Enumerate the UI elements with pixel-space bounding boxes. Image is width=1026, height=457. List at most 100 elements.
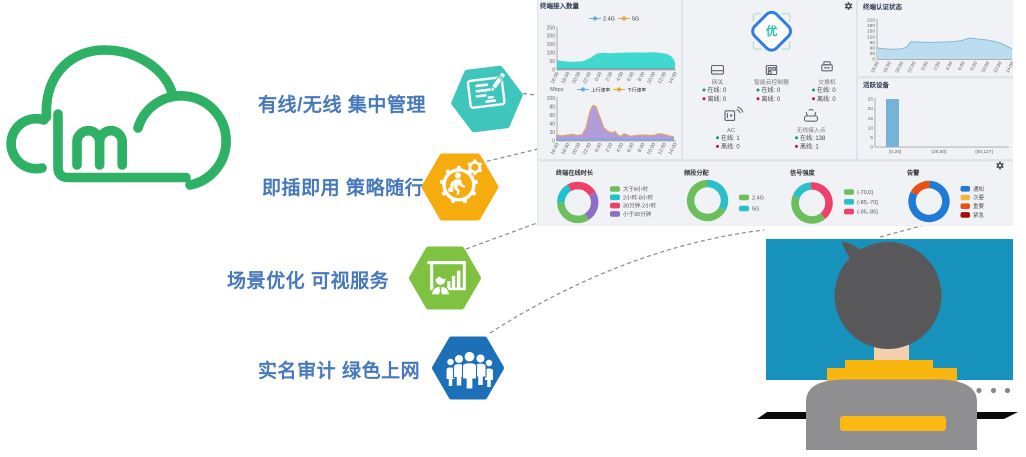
svg-text:60: 60 <box>870 46 876 52</box>
svg-text:(-95,-85]: (-95,-85] <box>857 210 878 216</box>
svg-text:4:00: 4:00 <box>945 60 955 71</box>
svg-text:(50,127]: (50,127] <box>975 149 993 155</box>
svg-text:0: 0 <box>870 145 873 151</box>
svg-text:16:00: 16:00 <box>550 71 561 85</box>
svg-text:交换机: 交换机 <box>818 78 836 86</box>
svg-text:30分钟-2小时: 30分钟-2小时 <box>623 202 657 210</box>
svg-text:网关: 网关 <box>712 78 724 86</box>
svg-text:0: 0 <box>552 67 555 73</box>
svg-text:0: 0 <box>552 138 555 144</box>
svg-text:5G: 5G <box>632 17 639 23</box>
svg-text:在线: 0: 在线: 0 <box>817 86 836 94</box>
svg-text:上行速率: 上行速率 <box>591 86 610 93</box>
svg-text:20:00: 20:00 <box>894 60 905 74</box>
svg-text:下行速率: 下行速率 <box>627 86 646 93</box>
svg-text:100: 100 <box>547 51 556 57</box>
svg-text:终端在线时长: 终端在线时长 <box>556 169 594 177</box>
svg-text:(25,50]: (25,50] <box>932 149 947 155</box>
svg-text:小于30分钟: 小于30分钟 <box>623 210 652 218</box>
svg-text:10: 10 <box>868 125 874 131</box>
svg-text:频段分配: 频段分配 <box>684 169 710 177</box>
svg-text:终端接入数量: 终端接入数量 <box>540 1 580 10</box>
svg-text:2:00: 2:00 <box>604 142 614 154</box>
svg-text:在线: 0: 在线: 0 <box>762 86 781 94</box>
svg-text:15: 15 <box>868 116 874 122</box>
svg-text:20:00: 20:00 <box>571 71 582 85</box>
svg-text:22:00: 22:00 <box>582 71 593 85</box>
svg-text:18:00: 18:00 <box>560 71 571 85</box>
svg-text:紧急: 紧急 <box>973 211 985 219</box>
svg-text:150: 150 <box>867 29 875 35</box>
svg-text:6:00: 6:00 <box>957 60 967 71</box>
svg-text:8:00: 8:00 <box>637 142 647 154</box>
svg-text:活跃设备: 活跃设备 <box>863 80 890 89</box>
svg-text:12:00: 12:00 <box>993 60 1004 74</box>
svg-text:25: 25 <box>868 97 874 103</box>
svg-text:离线: 0: 离线: 0 <box>762 95 781 103</box>
svg-text:0:00: 0:00 <box>594 71 604 83</box>
svg-text:80: 80 <box>549 104 555 110</box>
svg-text:6:00: 6:00 <box>626 142 636 154</box>
svg-text:在线: 1: 在线: 1 <box>721 134 740 142</box>
svg-text:大于8小时: 大于8小时 <box>623 185 649 193</box>
svg-text:60: 60 <box>549 113 555 119</box>
svg-text:12:00: 12:00 <box>657 142 668 156</box>
svg-text:18:00: 18:00 <box>882 60 893 74</box>
svg-text:100: 100 <box>547 96 556 102</box>
svg-text:Mbps: Mbps <box>550 87 564 93</box>
svg-text:14:00: 14:00 <box>668 142 679 156</box>
svg-text:30: 30 <box>870 51 876 57</box>
svg-text:150: 150 <box>547 42 556 48</box>
svg-text:20: 20 <box>549 130 555 136</box>
svg-text:2小时-8小时: 2小时-8小时 <box>623 193 653 201</box>
svg-text:在线: 0: 在线: 0 <box>708 86 727 94</box>
svg-text:180: 180 <box>867 23 875 29</box>
svg-text:离线: 1: 离线: 1 <box>800 143 819 151</box>
svg-text:4:00: 4:00 <box>615 142 625 154</box>
svg-text:次要: 次要 <box>973 194 985 202</box>
svg-text:22:00: 22:00 <box>582 142 593 156</box>
svg-text:(-85,-70]: (-85,-70] <box>857 200 878 206</box>
svg-text:4:00: 4:00 <box>615 71 625 83</box>
svg-text:16:00: 16:00 <box>550 142 561 156</box>
svg-text:智能云控制器: 智能云控制器 <box>754 78 789 86</box>
svg-text:20: 20 <box>868 106 874 112</box>
svg-text:AC: AC <box>727 128 735 134</box>
svg-text:22:00: 22:00 <box>907 60 918 74</box>
svg-text:终端认证状态: 终端认证状态 <box>863 2 903 11</box>
svg-text:0: 0 <box>872 57 875 63</box>
svg-text:20:00: 20:00 <box>571 142 582 156</box>
svg-text:12:00: 12:00 <box>657 71 668 85</box>
svg-text:50: 50 <box>549 59 555 65</box>
svg-text:(0,25]: (0,25] <box>889 149 901 155</box>
svg-text:(-70,0]: (-70,0] <box>857 190 873 196</box>
svg-text:2.4G: 2.4G <box>603 17 615 23</box>
svg-text:6:00: 6:00 <box>626 71 636 83</box>
svg-text:无线接入点: 无线接入点 <box>797 126 826 134</box>
svg-text:重要: 重要 <box>973 202 985 210</box>
svg-text:信号强度: 信号强度 <box>790 169 816 177</box>
svg-text:通知: 通知 <box>973 185 984 193</box>
svg-text:120: 120 <box>867 34 875 40</box>
svg-text:告警: 告警 <box>907 169 920 177</box>
svg-text:8:00: 8:00 <box>637 71 647 83</box>
svg-text:10:00: 10:00 <box>646 71 657 85</box>
svg-text:250: 250 <box>547 25 556 31</box>
svg-text:5G: 5G <box>752 207 759 213</box>
svg-text:18:00: 18:00 <box>560 142 571 156</box>
svg-text:2.4G: 2.4G <box>752 196 764 202</box>
svg-text:14:00: 14:00 <box>668 71 679 85</box>
svg-text:离线: 0: 离线: 0 <box>817 95 836 103</box>
svg-text:优: 优 <box>766 24 778 38</box>
svg-text:在线: 138: 在线: 138 <box>800 134 826 142</box>
svg-text:210: 210 <box>867 18 875 24</box>
svg-text:200: 200 <box>547 34 556 40</box>
svg-text:离线: 0: 离线: 0 <box>708 95 727 103</box>
svg-text:0:00: 0:00 <box>594 142 604 154</box>
svg-text:离线: 0: 离线: 0 <box>721 143 740 151</box>
svg-text:8:00: 8:00 <box>969 60 979 71</box>
svg-text:40: 40 <box>549 121 555 127</box>
svg-text:14:00: 14:00 <box>1005 60 1013 74</box>
svg-text:0:00: 0:00 <box>920 60 930 71</box>
svg-text:2:00: 2:00 <box>604 71 614 83</box>
